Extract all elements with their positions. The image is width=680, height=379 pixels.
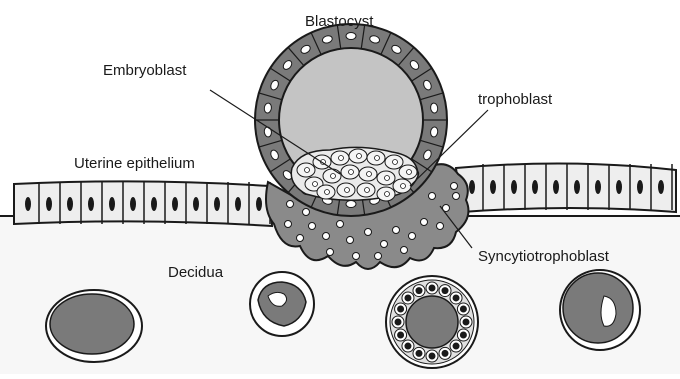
cell-nucleus (67, 197, 73, 211)
cell-nucleus (616, 180, 622, 194)
cell-nucleus (357, 154, 362, 159)
syncytio-nucleus (309, 223, 316, 230)
gland-nucleus (397, 332, 404, 339)
label-blastocyst: Blastocyst (305, 14, 373, 29)
cell-nucleus (637, 180, 643, 194)
cell-nucleus (407, 170, 412, 175)
gland-nucleus (404, 294, 411, 301)
cell-nucleus (511, 180, 517, 194)
label-uterine-epithelium: Uterine epithelium (74, 156, 195, 171)
uterine-epithelium-left (14, 181, 272, 226)
syncytio-nucleus (421, 219, 428, 226)
cell-nucleus (469, 180, 475, 194)
gland-nucleus (429, 353, 436, 360)
label-embryoblast: Embryoblast (103, 63, 186, 78)
cell-nucleus (532, 180, 538, 194)
syncytio-nucleus (303, 209, 310, 216)
cell-nucleus (172, 197, 178, 211)
cell-nucleus (130, 197, 136, 211)
syncytio-nucleus (337, 221, 344, 228)
label-decidua: Decidua (168, 265, 223, 280)
syncytio-nucleus (393, 227, 400, 234)
syncytio-nucleus (365, 229, 372, 236)
cell-nucleus (313, 182, 318, 187)
gland-nucleus (404, 343, 411, 350)
cell-nucleus (109, 197, 115, 211)
gland-nucleus (442, 350, 449, 357)
cell-nucleus (367, 172, 372, 177)
uterine-epithelium-right (456, 163, 676, 212)
cell-nucleus (574, 180, 580, 194)
cell-nucleus (325, 190, 330, 195)
syncytio-nucleus (401, 247, 408, 254)
cell-nucleus (349, 170, 354, 175)
label-trophoblast: trophoblast (478, 92, 552, 107)
cell-nucleus (235, 197, 241, 211)
syncytio-nucleus (285, 221, 292, 228)
cell-nucleus (393, 160, 398, 165)
syncytio-nucleus (323, 233, 330, 240)
cell-nucleus (193, 197, 199, 211)
syncytio-nucleus (347, 237, 354, 244)
cell-nucleus (256, 197, 262, 211)
gland-nucleus (442, 287, 449, 294)
decidual-cell-3 (560, 270, 640, 350)
cell-nucleus (401, 184, 406, 189)
gland-nucleus (415, 287, 422, 294)
trophoblast-nucleus (346, 33, 356, 40)
cell-nucleus (553, 180, 559, 194)
syncytio-nucleus (429, 193, 436, 200)
cell-nucleus (658, 180, 664, 194)
cell-nucleus (339, 156, 344, 161)
label-syncytiotrophoblast: Syncytiotrophoblast (478, 249, 609, 264)
gland-nucleus (415, 350, 422, 357)
gland-nucleus (460, 305, 467, 312)
syncytio-nucleus (381, 241, 388, 248)
cell-nucleus (305, 168, 310, 173)
gland-nucleus (397, 305, 404, 312)
blastocyst (255, 24, 447, 216)
cell-nucleus (46, 197, 52, 211)
gland-nucleus (453, 294, 460, 301)
decidual-cell-2 (250, 272, 314, 336)
syncytio-nucleus (437, 223, 444, 230)
syncytio-nucleus (409, 233, 416, 240)
gland-nucleus (429, 285, 436, 292)
cell-nucleus (385, 176, 390, 181)
gland-nucleus (395, 319, 402, 326)
syncytio-nucleus (353, 253, 360, 260)
syncytio-nucleus (297, 235, 304, 242)
cell-nucleus (375, 156, 380, 161)
syncytio-nucleus (375, 253, 382, 260)
decidual-cell-1 (46, 290, 142, 362)
cell-nucleus (331, 174, 336, 179)
cell-nucleus (151, 197, 157, 211)
syncytio-nucleus (327, 249, 334, 256)
gland-section (386, 276, 478, 368)
cell-nucleus (595, 180, 601, 194)
syncytio-nucleus (287, 201, 294, 208)
cell-nucleus (345, 188, 350, 193)
trophoblast-nucleus (346, 201, 356, 208)
cell-nucleus (214, 197, 220, 211)
gland-nucleus (453, 343, 460, 350)
cell-nucleus (385, 192, 390, 197)
syncytio-nucleus (451, 183, 458, 190)
syncytio-nucleus (453, 193, 460, 200)
cell-nucleus (365, 188, 370, 193)
cell-nucleus (25, 197, 31, 211)
cell-nucleus (490, 180, 496, 194)
gland-nucleus (463, 319, 470, 326)
cell-nucleus (88, 197, 94, 211)
gland-nucleus (460, 332, 467, 339)
